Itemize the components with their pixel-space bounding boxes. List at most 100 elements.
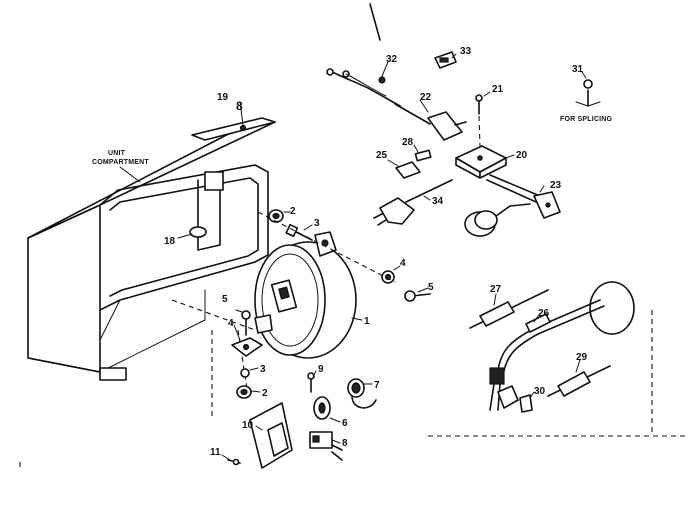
clip-30 xyxy=(519,394,533,413)
label-unit: UNIT xyxy=(108,150,126,157)
housing-inner-bracket xyxy=(197,174,221,251)
callout-27: 27 xyxy=(490,284,502,295)
cord-reel-1 xyxy=(254,231,357,359)
washer-2-lower-hole xyxy=(240,388,248,396)
screw-3-upper-head xyxy=(285,223,299,238)
leader-8 xyxy=(331,439,341,444)
reel-latch-button xyxy=(278,286,290,300)
sensor-29-body xyxy=(557,371,591,397)
leader-30 xyxy=(529,391,535,399)
terminal-block-8-contact xyxy=(312,435,320,443)
screw-5-lower-head xyxy=(241,310,251,320)
callout-26: 26 xyxy=(538,308,550,319)
alignment-dash-4 xyxy=(237,329,249,396)
cable-26-loop xyxy=(589,281,635,335)
leader-11 xyxy=(221,454,231,461)
switch-cover-10-face xyxy=(267,422,289,457)
leader-9 xyxy=(312,370,317,377)
terminal-wire-2 xyxy=(331,451,343,461)
sensor-27-body xyxy=(479,301,515,327)
leader-18 xyxy=(177,233,193,239)
callout-3-lower: 3 xyxy=(260,364,266,375)
cable-26-clamp xyxy=(525,313,551,333)
housing-foot xyxy=(99,367,127,381)
screw-9-head xyxy=(307,372,315,380)
lamp-7-wire xyxy=(351,395,377,409)
callout-29: 29 xyxy=(576,352,588,363)
callout-32: 32 xyxy=(386,54,398,65)
callout-4-lower: 4 xyxy=(228,318,234,329)
clip-25 xyxy=(395,161,421,179)
callout-7: 7 xyxy=(374,380,380,391)
terminal-wire-1 xyxy=(331,444,343,451)
reel-inner-ring xyxy=(261,253,319,347)
leader-4-right xyxy=(393,265,401,271)
housing-bottom-line xyxy=(99,319,206,373)
leader-5-right xyxy=(417,287,429,293)
leader-25 xyxy=(387,159,399,167)
label-compartment: COMPARTMENT xyxy=(92,159,149,166)
grommet-18 xyxy=(189,226,207,238)
leader-22 xyxy=(419,99,429,113)
cable-26-boot xyxy=(497,385,519,409)
receptacle-23-face xyxy=(474,210,498,230)
leader-3-upper xyxy=(303,224,313,231)
callout-numbers: 19 8 18 2 3 1 4 5 5 4 3 2 10 11 9 6 8 7 … xyxy=(164,46,588,458)
leader-unit-compartment xyxy=(119,166,141,183)
housing-top-bracket xyxy=(204,171,224,191)
bolt-5-right-head xyxy=(404,290,416,302)
alignment-dash-21 xyxy=(478,115,481,147)
callout-19: 19 xyxy=(217,92,229,103)
cord-23-a xyxy=(489,174,541,197)
leader-33 xyxy=(451,53,457,59)
callout-21: 21 xyxy=(492,84,504,95)
callout-1: 1 xyxy=(364,316,370,327)
leader-32 xyxy=(381,61,389,77)
cable-26-b xyxy=(502,305,605,377)
label-for-splicing: FOR SPLICING xyxy=(560,116,613,123)
callout-20: 20 xyxy=(516,150,528,161)
alignment-dash-1 xyxy=(257,211,396,283)
unit-compartment-housing xyxy=(27,117,276,381)
callout-5-lower: 5 xyxy=(222,294,228,305)
callout-4-right: 4 xyxy=(400,258,406,269)
callout-5-right: 5 xyxy=(428,282,434,293)
cord-23-b xyxy=(486,179,537,203)
callout-31: 31 xyxy=(572,64,584,75)
callout-30: 30 xyxy=(534,386,546,397)
callout-6: 6 xyxy=(342,418,348,429)
housing-front-face xyxy=(27,204,101,373)
callout-2-upper: 2 xyxy=(290,206,296,217)
housing-inner-line-1 xyxy=(99,299,121,341)
leader-3-lower xyxy=(249,367,259,371)
leader-34 xyxy=(423,195,431,201)
cord-32-end-a xyxy=(326,68,334,76)
housing-top-lip xyxy=(191,117,276,141)
clip-33-slot xyxy=(439,57,449,63)
plug-22 xyxy=(427,111,463,141)
callout-23: 23 xyxy=(550,180,562,191)
connector-31 xyxy=(583,79,593,89)
cord-32 xyxy=(327,69,401,107)
leader-4-lower xyxy=(233,324,241,341)
screw-11-head xyxy=(232,458,240,466)
bracket-4-lower-hole xyxy=(242,343,250,351)
leader-23 xyxy=(539,185,545,193)
housing-inner-frame xyxy=(109,177,259,297)
callout-3-upper: 3 xyxy=(314,218,320,229)
callout-19-mark: 8 xyxy=(236,99,243,113)
leader-19 xyxy=(239,101,244,126)
cord-22 xyxy=(394,103,431,125)
leader-26 xyxy=(533,315,539,323)
cord-32-wire-b xyxy=(345,73,387,97)
box-20-right xyxy=(479,157,507,179)
cord-23-lead xyxy=(495,203,531,217)
plug-34-prong-b xyxy=(377,219,387,226)
box-20-hole xyxy=(477,155,483,161)
cord-32-connector xyxy=(378,76,386,84)
splice-arrow-right xyxy=(587,101,601,107)
callout-8: 8 xyxy=(342,438,348,449)
leader-2-lower xyxy=(251,390,261,393)
callout-25: 25 xyxy=(376,150,388,161)
